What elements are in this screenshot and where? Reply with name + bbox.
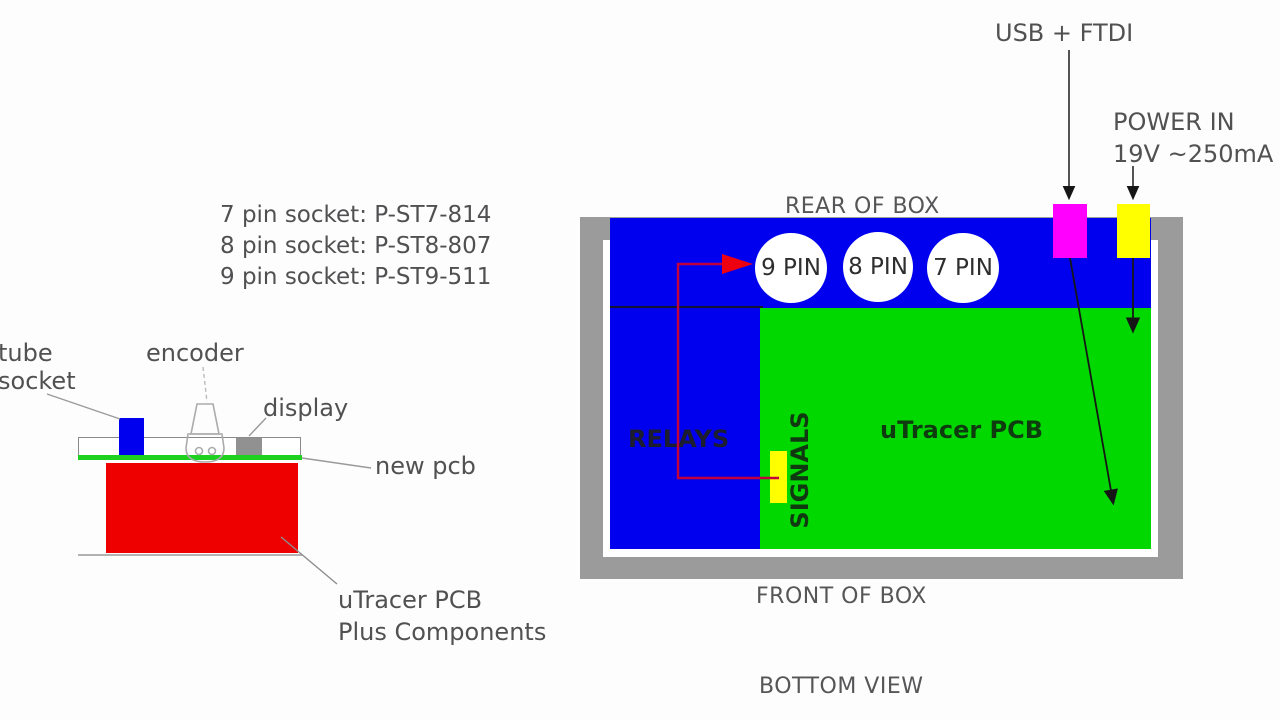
tube-socket-block [119, 418, 144, 456]
utracer-pcb-area-label: uTracer PCB [880, 416, 1044, 444]
utracer-pcb-caption-line1: uTracer PCB [338, 586, 483, 614]
socket-9pin-label: 9 PIN [761, 255, 821, 281]
encoder-shape [185, 403, 225, 463]
usb-ftdi-label: USB + FTDI [995, 19, 1134, 47]
display-pointer-line [248, 417, 267, 437]
socket-9pin: 9 PIN [755, 233, 827, 303]
tube-socket-label: tube socket [0, 339, 76, 395]
socket-8pin: 8 PIN [843, 232, 913, 302]
front-of-box-label: FRONT OF BOX [756, 584, 927, 609]
part-list-line-8pin: 8 pin socket: P-ST8-807 [220, 233, 492, 259]
power-in-label: POWER IN 19V ~250mA [1113, 106, 1273, 170]
part-list-line-7pin: 7 pin socket: P-ST7-814 [220, 202, 492, 228]
new-pcb-pointer-line [301, 457, 372, 469]
signal-route-line [676, 262, 779, 480]
usb-ftdi-connector [1053, 204, 1087, 258]
utracer-pcb-block [106, 463, 298, 553]
part-list-line-9pin: 9 pin socket: P-ST9-511 [220, 264, 492, 290]
bottom-view-caption: BOTTOM VIEW [759, 674, 924, 699]
socket-7pin: 7 PIN [927, 233, 999, 303]
signal-route-arrowhead [722, 254, 753, 274]
new-pcb-label: new pcb [375, 452, 476, 480]
encoder-body [185, 433, 225, 463]
encoder-label: encoder [146, 339, 244, 367]
power-in-label-line2: 19V ~250mA [1113, 140, 1274, 168]
utracer-pcb-caption-line2: Plus Components [338, 618, 547, 646]
socket-8pin-label: 8 PIN [848, 254, 908, 280]
usb-cable-arrow [1069, 257, 1118, 506]
display-block [236, 438, 262, 455]
side-view-baseline [78, 554, 302, 556]
relay-bay-divider [610, 306, 763, 308]
power-in-label-line1: POWER IN [1113, 108, 1235, 136]
encoder-pin-right [207, 446, 217, 456]
tube-socket-pointer-line [46, 393, 121, 420]
socket-part-list: 7 pin socket: P-ST7-814 8 pin socket: P-… [220, 200, 491, 293]
display-label: display [263, 394, 349, 422]
rear-of-box-label: REAR OF BOX [785, 194, 940, 219]
socket-7pin-label: 7 PIN [933, 255, 993, 281]
utracer-caption-pointer-line [280, 536, 338, 585]
power-in-connector [1117, 204, 1150, 258]
encoder-shaft [190, 403, 220, 435]
encoder-pointer-line [202, 366, 208, 403]
encoder-pin-left [194, 446, 204, 456]
tube-socket-label-line2: socket [0, 366, 76, 395]
tube-socket-label-line1: tube [0, 339, 53, 367]
utracer-pcb-caption: uTracer PCB Plus Components [338, 584, 546, 648]
